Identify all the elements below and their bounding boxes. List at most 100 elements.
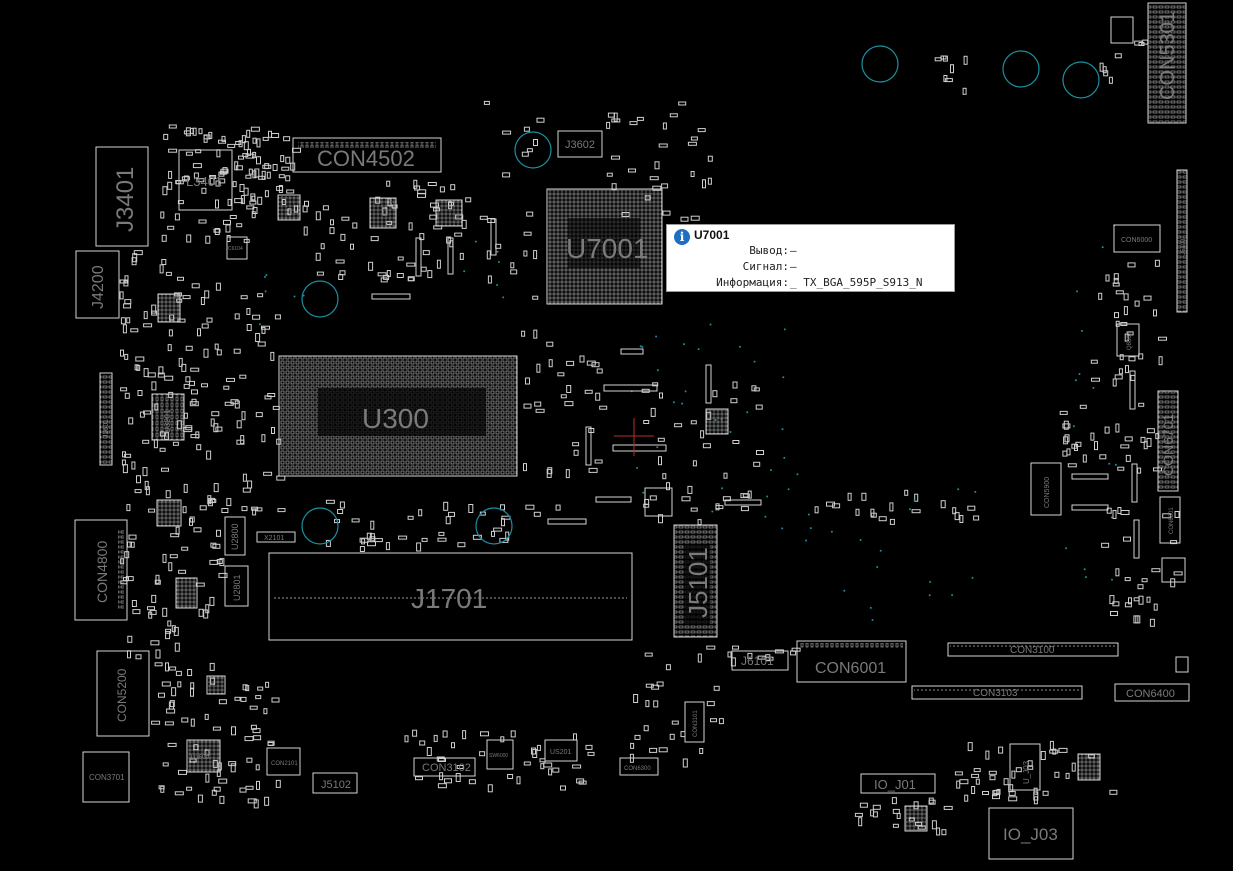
smd-part <box>1124 436 1133 442</box>
con5301[interactable]: CON5301 <box>1147 2 1187 124</box>
via-dot <box>293 295 296 298</box>
smd-part <box>154 579 161 585</box>
via-dot <box>879 549 882 552</box>
smd-part <box>891 797 897 805</box>
smd-part <box>1082 454 1087 463</box>
con3701[interactable]: CON3701 <box>82 751 130 803</box>
smd-part <box>203 134 211 140</box>
u3600[interactable]: U3600 <box>186 739 221 773</box>
us201[interactable]: US201 <box>544 739 578 762</box>
smd-part <box>255 333 261 342</box>
smd-part <box>167 742 177 747</box>
io-j01[interactable]: IO_J01 <box>860 773 936 794</box>
smd-part <box>611 118 621 123</box>
smd-part <box>134 489 142 494</box>
smd-part <box>1079 404 1087 409</box>
j4200[interactable]: J4200 <box>75 250 120 319</box>
con6000[interactable]: CON6000 <box>1113 224 1161 253</box>
smd-part <box>151 381 157 391</box>
l3401[interactable]: L3401 <box>178 149 233 211</box>
j3401[interactable]: J3401 <box>95 146 149 247</box>
j6101[interactable]: J6101 <box>731 650 789 671</box>
j1701[interactable]: J1701 <box>268 552 633 641</box>
smd-part <box>680 731 686 738</box>
smd-part <box>257 341 266 347</box>
con3101[interactable]: CON3101 <box>684 701 705 743</box>
u300[interactable]: U300 <box>278 355 518 477</box>
con3103-label: CON3103 <box>973 688 1018 699</box>
c6104[interactable]: C6104 <box>226 236 248 260</box>
con3100[interactable]: CON3100 <box>947 642 1119 657</box>
smd-part <box>911 509 921 514</box>
u2801[interactable]: U2801 <box>224 565 249 607</box>
smd-part <box>198 608 204 617</box>
con6701[interactable]: CON6701 <box>1157 390 1179 492</box>
smd-part <box>198 128 203 135</box>
smd-part <box>954 512 960 521</box>
smd-part <box>253 735 262 741</box>
x2101[interactable]: X2101 <box>256 531 296 543</box>
con5200[interactable]: CON5200 <box>96 650 150 737</box>
j5102[interactable]: J5102 <box>312 772 358 794</box>
smd-part <box>245 785 254 790</box>
j5103[interactable]: J5103 <box>1176 169 1188 313</box>
con3102[interactable]: CON3102 <box>413 757 476 777</box>
via-dot <box>1111 578 1113 581</box>
u7001[interactable]: U7001 <box>546 188 663 305</box>
con6001[interactable]: CON6001 <box>796 640 907 683</box>
smd-part <box>351 518 360 523</box>
j5101[interactable]: J5101 <box>673 524 718 638</box>
io-j03[interactable]: IO_J03 <box>988 807 1074 860</box>
smd-part <box>415 776 423 781</box>
u-j03[interactable]: U_J03 <box>1009 743 1041 791</box>
smd-part <box>1134 300 1140 307</box>
smd-part <box>427 182 437 186</box>
con3103[interactable]: CON3103 <box>911 685 1083 700</box>
smd-part <box>1049 740 1054 750</box>
con6400[interactable]: CON6400 <box>1114 683 1190 702</box>
con4800[interactable]: CON4800 <box>74 519 128 621</box>
smd-part <box>183 412 188 419</box>
smd-part <box>242 684 248 691</box>
smd-part <box>147 606 155 611</box>
smd-part <box>730 657 736 667</box>
via-dot <box>496 284 499 286</box>
smd-part <box>168 124 177 129</box>
smd-part <box>653 700 659 708</box>
u3201[interactable]: U3201 <box>151 393 185 441</box>
smd-part <box>335 259 345 264</box>
smd-part <box>954 771 963 776</box>
info-icon: i <box>674 229 690 245</box>
q8802[interactable]: Q8802 <box>1116 323 1140 357</box>
smd-part <box>181 717 189 723</box>
smd-part <box>167 225 175 230</box>
con2101[interactable]: CON2101 <box>266 747 301 776</box>
con5900[interactable]: CON5900 <box>1030 462 1062 516</box>
smd-part <box>649 495 657 501</box>
smd-part <box>329 227 335 235</box>
con4502[interactable]: CON4502 <box>292 137 442 173</box>
via-dot <box>830 530 833 533</box>
via-dot <box>796 473 799 476</box>
smd-part <box>565 469 570 479</box>
j2601[interactable]: J2601 <box>99 372 113 466</box>
via-dot <box>656 369 659 372</box>
con6300[interactable]: CON6300 <box>619 757 659 776</box>
smd-part <box>727 651 732 658</box>
smd-part <box>790 650 797 656</box>
j3602[interactable]: J3602 <box>557 130 603 158</box>
via-dot <box>1074 379 1077 382</box>
smd-part <box>227 143 236 148</box>
smd-part <box>286 189 295 194</box>
smd-part <box>707 177 712 185</box>
sw6000[interactable]: SW6000 <box>486 739 514 770</box>
smd-part <box>124 392 130 399</box>
smd-part <box>189 380 195 386</box>
smd-part <box>151 594 157 603</box>
smd-part <box>240 435 245 445</box>
smd-part <box>142 439 150 444</box>
u2800[interactable]: U2800 <box>224 516 246 556</box>
con6801[interactable]: CON6801 <box>1159 496 1181 544</box>
smd-part <box>547 467 553 475</box>
